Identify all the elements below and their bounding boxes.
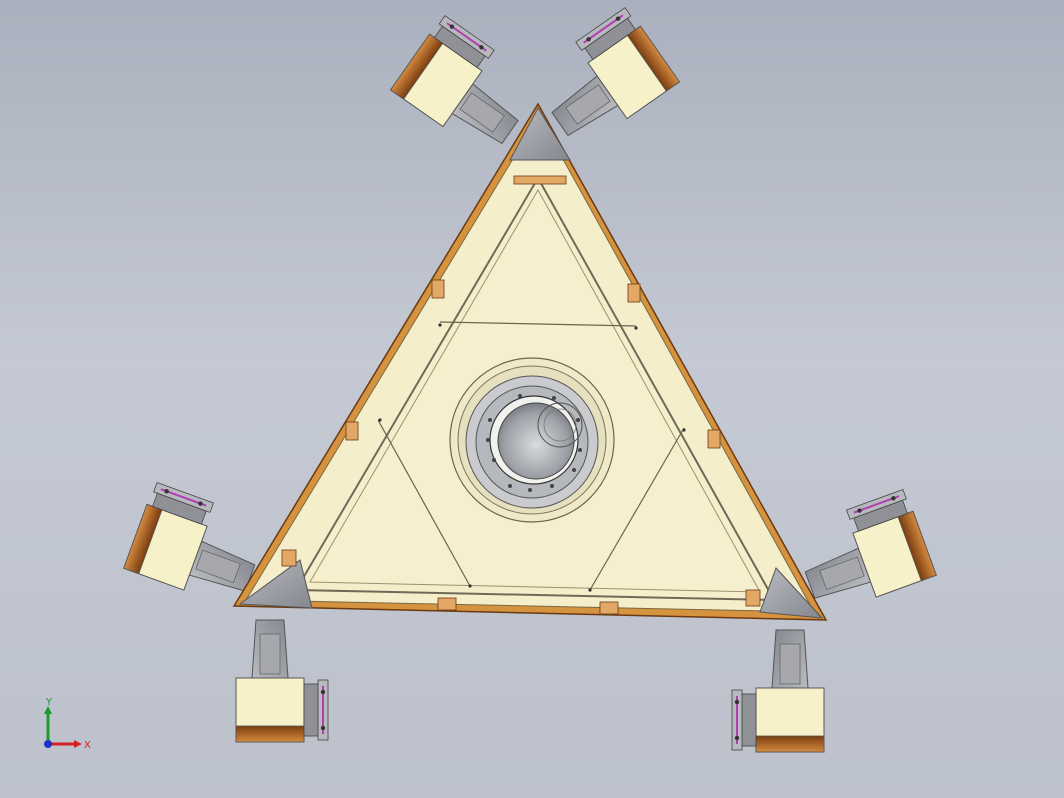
- caster-bottom-right[interactable]: [731, 629, 825, 753]
- central-bore-assembly[interactable]: [449, 357, 615, 523]
- y-axis-label: Y: [45, 697, 53, 708]
- caster-bottom-left[interactable]: [235, 619, 329, 743]
- coordinate-triad: Y X: [44, 697, 91, 751]
- x-axis-label: X: [84, 740, 91, 751]
- x-axis-arrow: [74, 740, 82, 748]
- z-axis-dot: [44, 740, 52, 748]
- y-axis-arrow: [44, 706, 52, 714]
